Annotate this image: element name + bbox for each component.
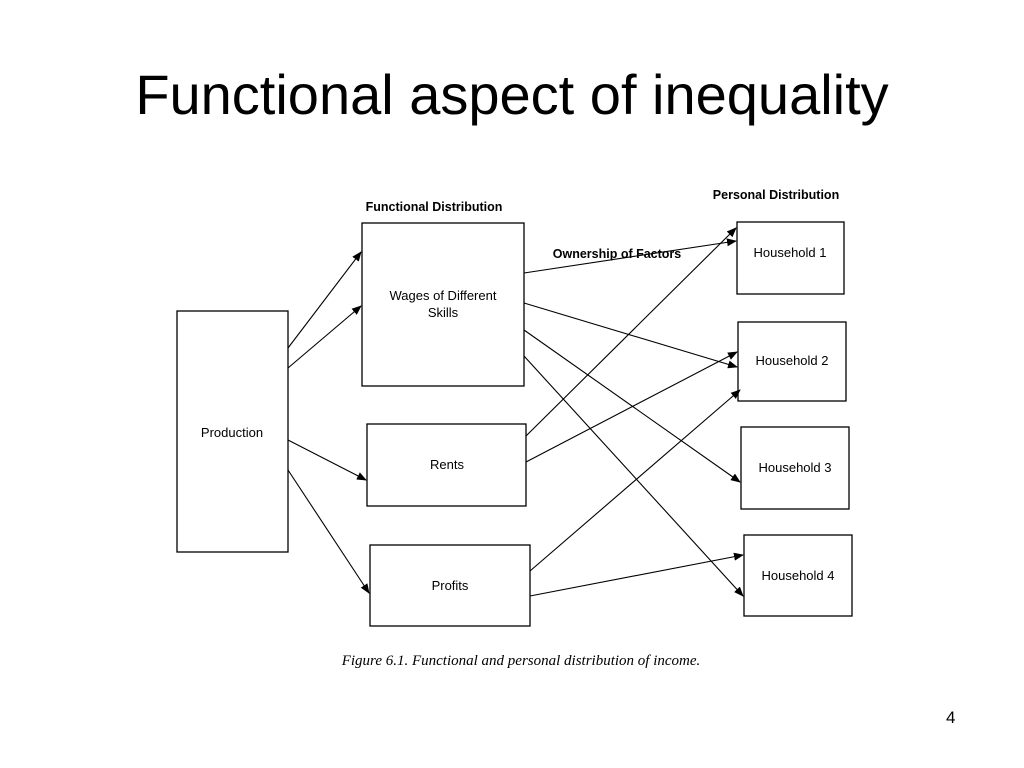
profits-box <box>369 544 531 627</box>
arrow-rents-to-household-2 <box>525 351 738 463</box>
household-4-label: Household 4 <box>762 568 835 583</box>
household-3-box <box>740 426 850 510</box>
arrow-production-to-rents <box>287 439 367 481</box>
rents-box <box>366 423 527 507</box>
production-label: Production <box>201 425 263 440</box>
household-1-box <box>736 221 845 295</box>
household-2-box <box>737 321 847 402</box>
slide-title: Functional aspect of inequality <box>135 63 889 126</box>
production-box <box>176 310 289 553</box>
arrow-wages-to-household-1 <box>523 238 737 274</box>
arrow-production-to-profits <box>287 469 370 594</box>
functional-distribution-header: Functional Distribution <box>366 200 503 214</box>
ownership-of-factors-label: Ownership of Factors <box>553 247 682 261</box>
arrow-profits-to-household-2 <box>529 389 741 572</box>
figure-caption: Figure 6.1. Functional and personal dist… <box>341 653 701 669</box>
arrow-wages-to-household-2 <box>523 302 738 369</box>
household-1-label: Household 1 <box>754 245 827 260</box>
arrow-production-to-wages-1 <box>287 251 362 349</box>
slide-number: 4 <box>946 708 956 727</box>
rents-label: Rents <box>430 457 464 472</box>
arrow-wages-to-household-3 <box>523 329 741 483</box>
personal-distribution-header: Personal Distribution <box>713 188 839 202</box>
wages-label-line1: Wages of Different <box>390 288 497 303</box>
wages-label-line2: Skills <box>428 305 459 320</box>
arrow-rents-to-household-1 <box>525 227 737 437</box>
arrow-production-to-wages-2 <box>287 305 362 369</box>
household-4-box <box>743 534 853 617</box>
wages-box <box>361 222 525 387</box>
household-3-label: Household 3 <box>759 460 832 475</box>
profits-label: Profits <box>432 578 469 593</box>
arrow-wages-to-household-4 <box>523 355 744 597</box>
arrow-profits-to-household-4 <box>529 552 744 597</box>
household-2-label: Household 2 <box>756 353 829 368</box>
